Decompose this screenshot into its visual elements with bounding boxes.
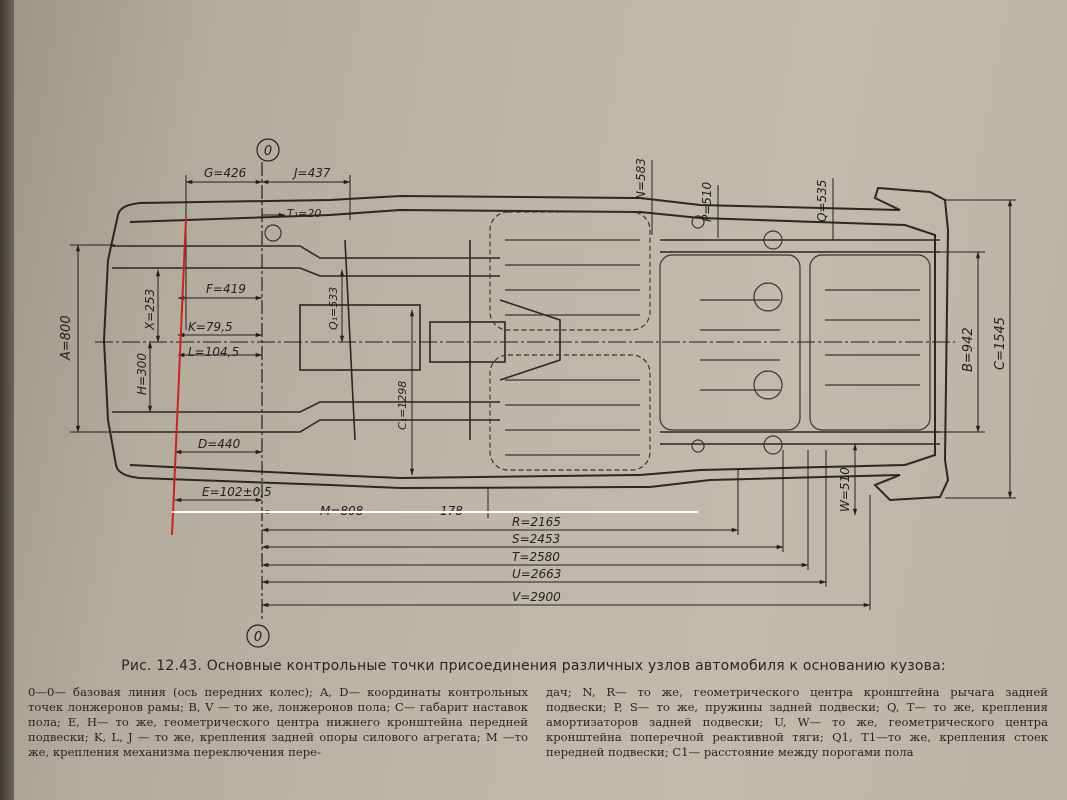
- dim-Q: Q=535: [815, 180, 829, 222]
- dim-N: N=583: [634, 158, 648, 200]
- dim-P: P=510: [700, 181, 714, 222]
- length-dimension-labels: M=808 178 R=2165 S=2453 T=2580 U=2663 V=…: [320, 317, 1008, 604]
- dim-V: V=2900: [512, 590, 561, 604]
- top-dimensions: [185, 160, 834, 330]
- dim-C: C=1545: [993, 317, 1008, 370]
- dim-J: J=437: [292, 166, 331, 180]
- body-outline: [102, 186, 950, 502]
- figure-legend-left: 0—0— базовая линия (ось передних колес);…: [28, 685, 528, 759]
- dim-H: H=300: [135, 353, 149, 395]
- red-marker-line: [171, 217, 187, 536]
- page-gutter: [0, 0, 14, 800]
- dim-B: B=942: [961, 327, 976, 372]
- figure-caption: Рис. 12.43. Основные контрольные точки п…: [121, 658, 946, 674]
- dim-T1: T₁=20: [287, 207, 321, 220]
- base-line-0-0: 0 0: [246, 138, 280, 648]
- dim-F: F=419: [206, 282, 246, 296]
- dim-G: G=426: [204, 166, 247, 180]
- dim-X: X=253: [143, 289, 157, 331]
- dim-K: K=79,5: [188, 320, 233, 334]
- dim-D: D=440: [198, 437, 241, 451]
- dim-E: E=102±0,5: [202, 485, 272, 499]
- dim-Q1: Q₁=533: [327, 287, 340, 330]
- figure-legend-right: дач; N, R— то же, геометрического центра…: [546, 685, 1048, 759]
- dim-T: T=2580: [512, 550, 560, 564]
- dim-U: U=2663: [512, 567, 561, 581]
- base-line-bottom-label: 0: [254, 630, 262, 645]
- dim-L: L=104,5: [188, 345, 239, 359]
- length-dimensions: [261, 199, 1016, 610]
- top-dimension-labels: G=426 J=437 T₁=20 N=583 P=510 Q=535: [204, 158, 829, 222]
- front-dimensions: [70, 244, 415, 503]
- front-dimension-labels: F=419 X=253 K=79,5 L=104,5 H=300 A=800 D…: [59, 282, 409, 499]
- dim-W: W=510: [838, 467, 852, 512]
- base-line-top-label: 0: [264, 144, 272, 159]
- dim-A: A=800: [59, 315, 74, 361]
- dim-S: S=2453: [512, 532, 560, 546]
- floor-plan-diagram: 0 0 G=426 J=437 T₁=20 N=583 P=510 Q=535: [59, 138, 1016, 648]
- dim-C1: C₁=1298: [396, 381, 409, 430]
- dim-R: R=2165: [512, 515, 561, 529]
